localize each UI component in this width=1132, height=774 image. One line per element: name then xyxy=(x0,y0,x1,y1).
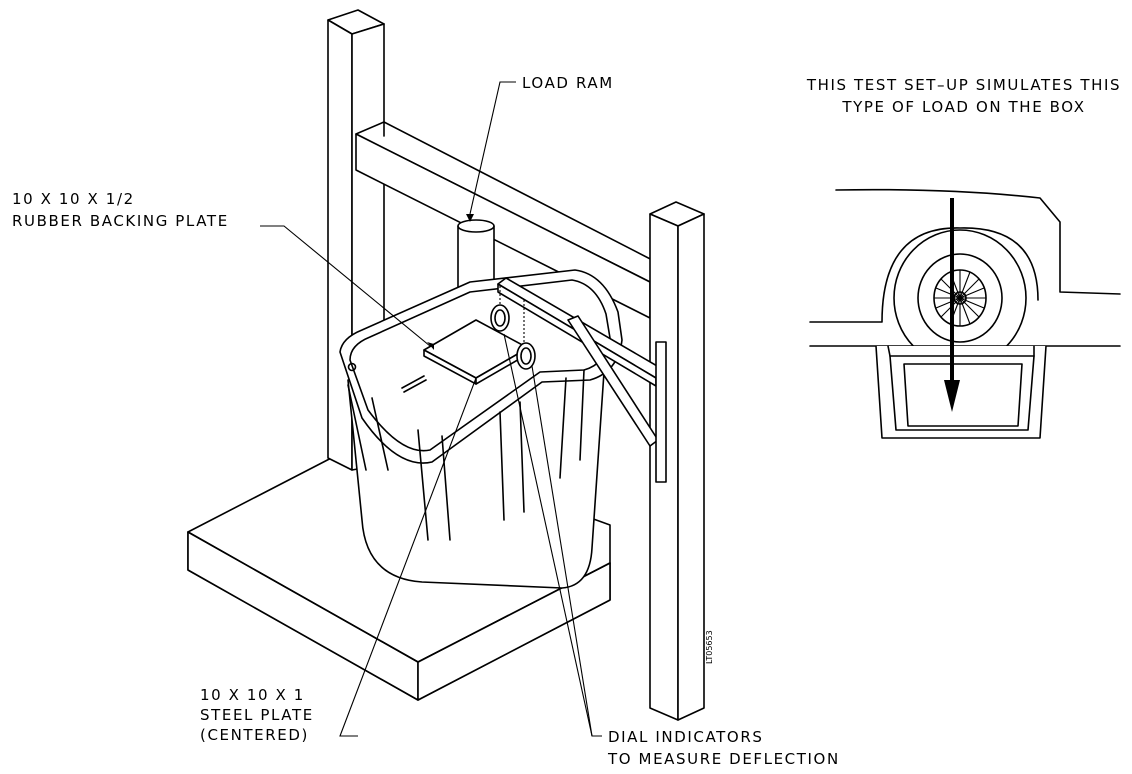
dial-indicators-label-1: DIAL INDICATORS xyxy=(608,728,763,746)
caption-line-1: THIS TEST SET–UP SIMULATES THIS xyxy=(806,76,1121,94)
dial-indicators-label-2: TO MEASURE DEFLECTION xyxy=(607,750,840,768)
drawing-id: LT05653 xyxy=(705,630,714,664)
steel-plate-label-3: (CENTERED) xyxy=(200,726,309,744)
plates xyxy=(423,319,529,385)
steel-plate-label-2: STEEL PLATE xyxy=(200,706,314,724)
steel-plate-label-1: 10 X 10 X 1 xyxy=(200,686,305,704)
indicator-bracket xyxy=(497,277,667,483)
leader-lines xyxy=(260,81,602,737)
dial-indicators xyxy=(490,286,536,370)
caption-line-2: TYPE OF LOAD ON THE BOX xyxy=(841,98,1085,116)
load-arrow xyxy=(944,198,960,412)
load-ram-label: LOAD RAM xyxy=(522,74,614,92)
rubber-plate-label-2: RUBBER BACKING PLATE xyxy=(12,212,229,230)
rubber-plate-label-1: 10 X 10 X 1/2 xyxy=(12,190,135,208)
inset-tire-illustration xyxy=(809,188,1121,439)
